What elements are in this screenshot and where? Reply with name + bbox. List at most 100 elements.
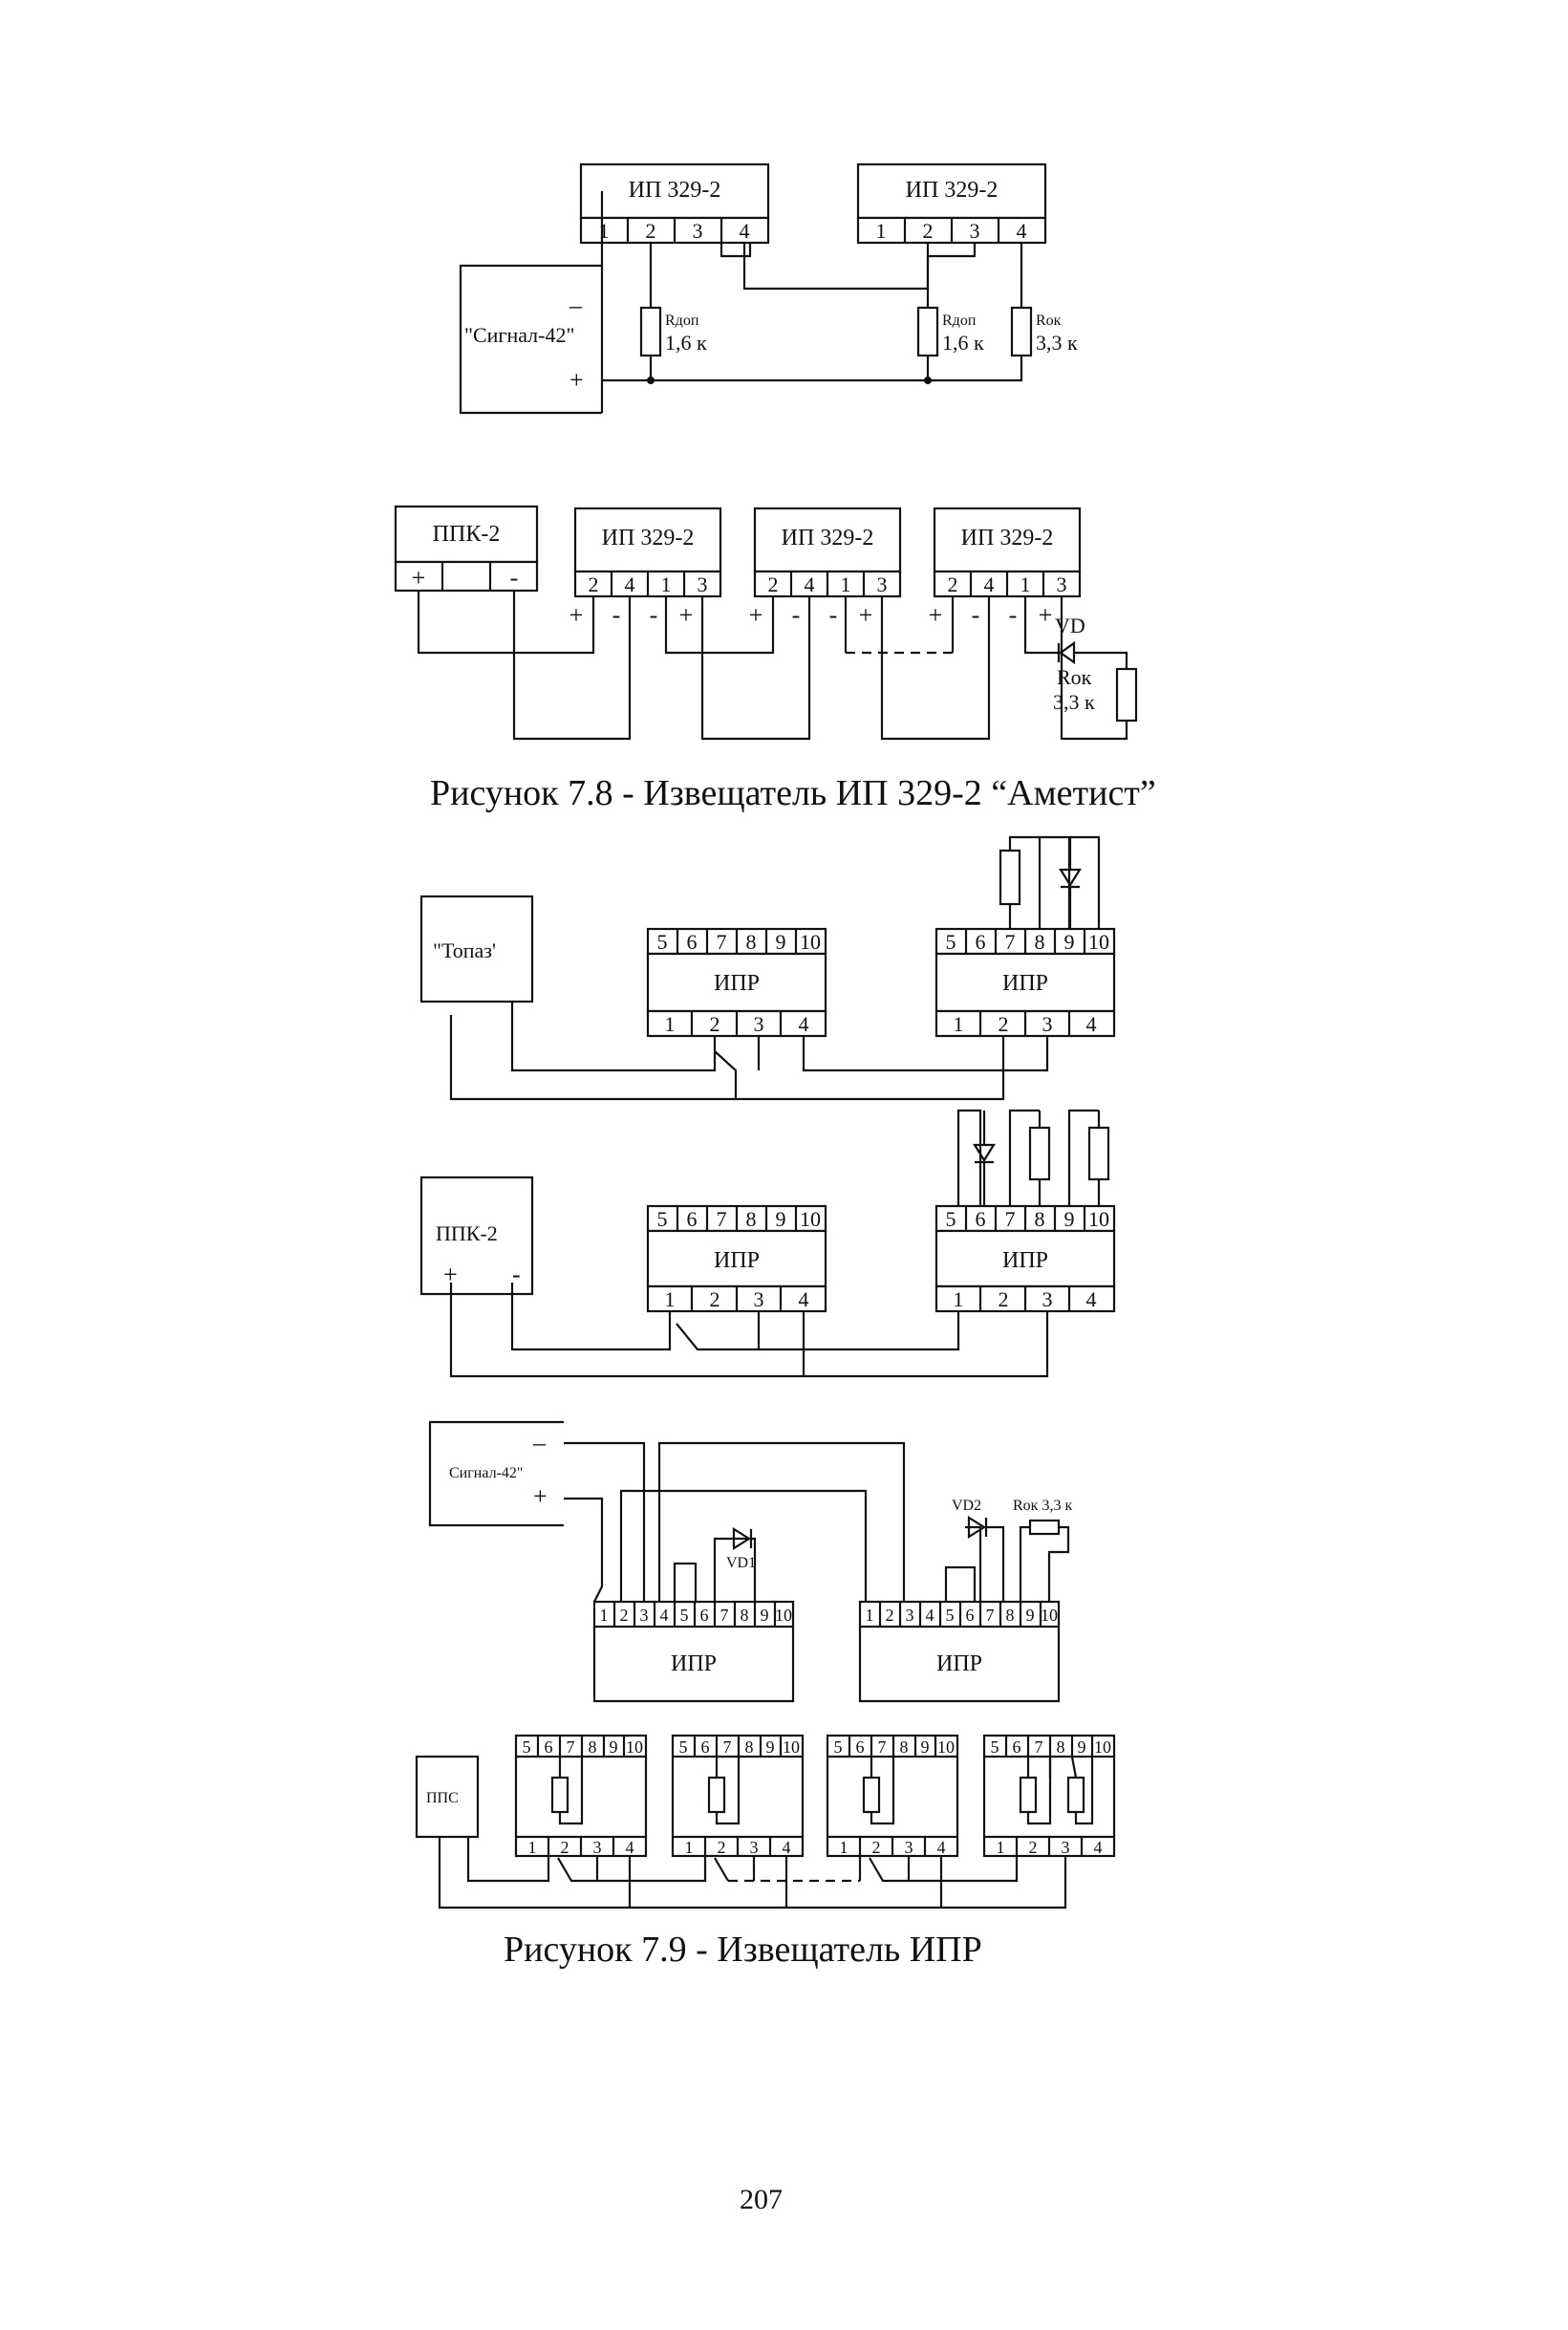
pin-label: 10 xyxy=(800,930,821,954)
pin-label: 1 xyxy=(665,1012,676,1036)
panel-plus: + xyxy=(412,564,426,592)
pin-label: 10 xyxy=(1088,930,1109,954)
pin-label: 10 xyxy=(1094,1737,1111,1757)
polarity-mark: + xyxy=(679,601,694,629)
pin-label: 2 xyxy=(999,1287,1009,1311)
pin-label: 1 xyxy=(876,219,887,243)
pin-label: 4 xyxy=(1094,1838,1103,1857)
pin-label: 1 xyxy=(954,1287,964,1311)
page-number: 207 xyxy=(740,2184,783,2215)
pin-label: 9 xyxy=(1064,1207,1075,1231)
pin-label: 2 xyxy=(589,572,599,596)
pin-label: 6 xyxy=(687,1207,698,1231)
pin-label: 9 xyxy=(1078,1737,1086,1757)
pin-label: 1 xyxy=(866,1606,874,1625)
pin-label: 9 xyxy=(761,1606,769,1625)
polarity-mark: - xyxy=(1009,601,1018,629)
r-extra-value: 1,6 к xyxy=(942,331,984,355)
vd2-label: VD2 xyxy=(952,1498,981,1514)
pin-label: 2 xyxy=(886,1606,894,1625)
pin-label: 4 xyxy=(926,1606,934,1625)
pin-label: 5 xyxy=(946,1606,955,1625)
pin-label: 2 xyxy=(768,572,779,596)
signal-plus: + xyxy=(533,1482,548,1510)
pin-label: 10 xyxy=(937,1737,955,1757)
ip329-sensor-1: ИП 329-2 1 2 3 4 xyxy=(579,162,770,245)
pin-label: 3 xyxy=(754,1012,764,1036)
minus-sign: – xyxy=(569,291,583,319)
pin-label: 4 xyxy=(799,1012,809,1036)
ppk2-panel: ППК-2 + - xyxy=(394,505,539,593)
pin-label: 10 xyxy=(1088,1207,1109,1231)
pin-label: 1 xyxy=(1020,572,1031,596)
signal-minus: – xyxy=(532,1429,547,1456)
diode-label: VD xyxy=(1055,614,1085,637)
pin-label: 1 xyxy=(685,1838,694,1857)
pin-label: 3 xyxy=(1057,572,1067,596)
fig79-panel-signal42: Сигнал-42" – + 1 2 3 4 5 6 7 8 9 10 ИПР … xyxy=(428,1420,1072,1703)
pin-label: 5 xyxy=(680,1606,689,1625)
pin-label: 1 xyxy=(997,1838,1005,1857)
pin-label: 4 xyxy=(1086,1012,1097,1036)
pin-label: 8 xyxy=(900,1737,909,1757)
polarity-mark: + xyxy=(929,601,943,629)
polarity-mark: - xyxy=(650,601,658,629)
pin-label: 7 xyxy=(723,1737,732,1757)
pin-label: 3 xyxy=(1042,1012,1053,1036)
pin-label: 8 xyxy=(1006,1606,1015,1625)
fig78-bottom: ППК-2 + - ИП 329-2 2 4 1 3 ИП 329-2 2 4 … xyxy=(394,505,1138,741)
pin-label: 7 xyxy=(1005,930,1016,954)
device-title: ИПР xyxy=(1002,971,1048,996)
pin-label: 4 xyxy=(799,1287,809,1311)
pin-label: 5 xyxy=(657,1207,668,1231)
pin-label: 5 xyxy=(657,930,668,954)
pin-label: 9 xyxy=(921,1737,930,1757)
device-title: ИПР xyxy=(936,1651,982,1676)
ipr-device: 1 2 3 4 5 6 7 8 9 10 ИПР xyxy=(858,1600,1061,1703)
pin-label: 4 xyxy=(626,1838,634,1857)
ipr-module: 5 6 7 8 9 10 1 2 3 4 xyxy=(982,1734,1116,1858)
sensor-title: ИП 329-2 xyxy=(961,526,1054,550)
ip329-sensor-2: ИП 329-2 1 2 3 4 xyxy=(856,162,1047,245)
pin-label: 7 xyxy=(986,1606,995,1625)
pin-label: 1 xyxy=(665,1287,676,1311)
ipr-device: 1 2 3 4 5 6 7 8 9 10 ИПР xyxy=(592,1600,795,1703)
wiring xyxy=(438,1837,1067,1909)
pin-label: 8 xyxy=(1035,1207,1045,1231)
pin-label: 9 xyxy=(776,930,786,954)
figure-caption: Рисунок 7.9 - Извещатель ИПР xyxy=(504,1930,982,1970)
figure-caption: Рисунок 7.8 - Извещатель ИП 329-2 “Амети… xyxy=(430,773,1156,813)
pin-label: 8 xyxy=(746,930,757,954)
pin-label: 5 xyxy=(946,930,956,954)
ipr-device: 5 6 7 8 9 10 ИПР 1 2 3 4 xyxy=(934,927,1116,1038)
fig79-panel-ppk2: ППК-2 + - 5 6 7 8 9 10 ИПР 1 2 3 4 5 6 7 xyxy=(419,1109,1116,1378)
pin-label: 7 xyxy=(567,1737,575,1757)
pin-label: 10 xyxy=(775,1606,792,1625)
ipr-device: 5 6 7 8 9 10 ИПР 1 2 3 4 xyxy=(934,1204,1116,1313)
pin-label: 4 xyxy=(1017,219,1027,243)
polarity-mark: + xyxy=(859,601,873,629)
pin-label: 6 xyxy=(1013,1737,1021,1757)
ipr-module: 5 6 7 8 9 10 1 2 3 4 xyxy=(514,1734,648,1858)
wiring xyxy=(417,591,1138,741)
pin-label: 1 xyxy=(661,572,672,596)
pin-label: 5 xyxy=(946,1207,956,1231)
pin-label: 7 xyxy=(878,1737,887,1757)
pin-label: 4 xyxy=(937,1838,946,1857)
ipr-device: 5 6 7 8 9 10 ИПР 1 2 3 4 xyxy=(646,927,827,1038)
pin-label: 8 xyxy=(746,1207,757,1231)
device-title: ИПР xyxy=(714,971,760,996)
pin-label: 3 xyxy=(640,1606,649,1625)
sensor-title: ИП 329-2 xyxy=(602,526,695,550)
r-extra-value: 1,6 к xyxy=(665,331,707,355)
pin-label: 8 xyxy=(741,1606,749,1625)
pin-label: 7 xyxy=(720,1606,729,1625)
pin-label: 6 xyxy=(856,1737,865,1757)
r-end-label: Rок xyxy=(1057,665,1092,689)
r-extra-label: Rдоп xyxy=(942,313,977,329)
ppk-title: ППК-2 xyxy=(436,1221,498,1245)
pin-label: 1 xyxy=(840,1838,848,1857)
pin-label: 9 xyxy=(1064,930,1075,954)
polarity-mark: + xyxy=(569,601,584,629)
r-end-label: Rок 3,3 к xyxy=(1013,1498,1072,1514)
